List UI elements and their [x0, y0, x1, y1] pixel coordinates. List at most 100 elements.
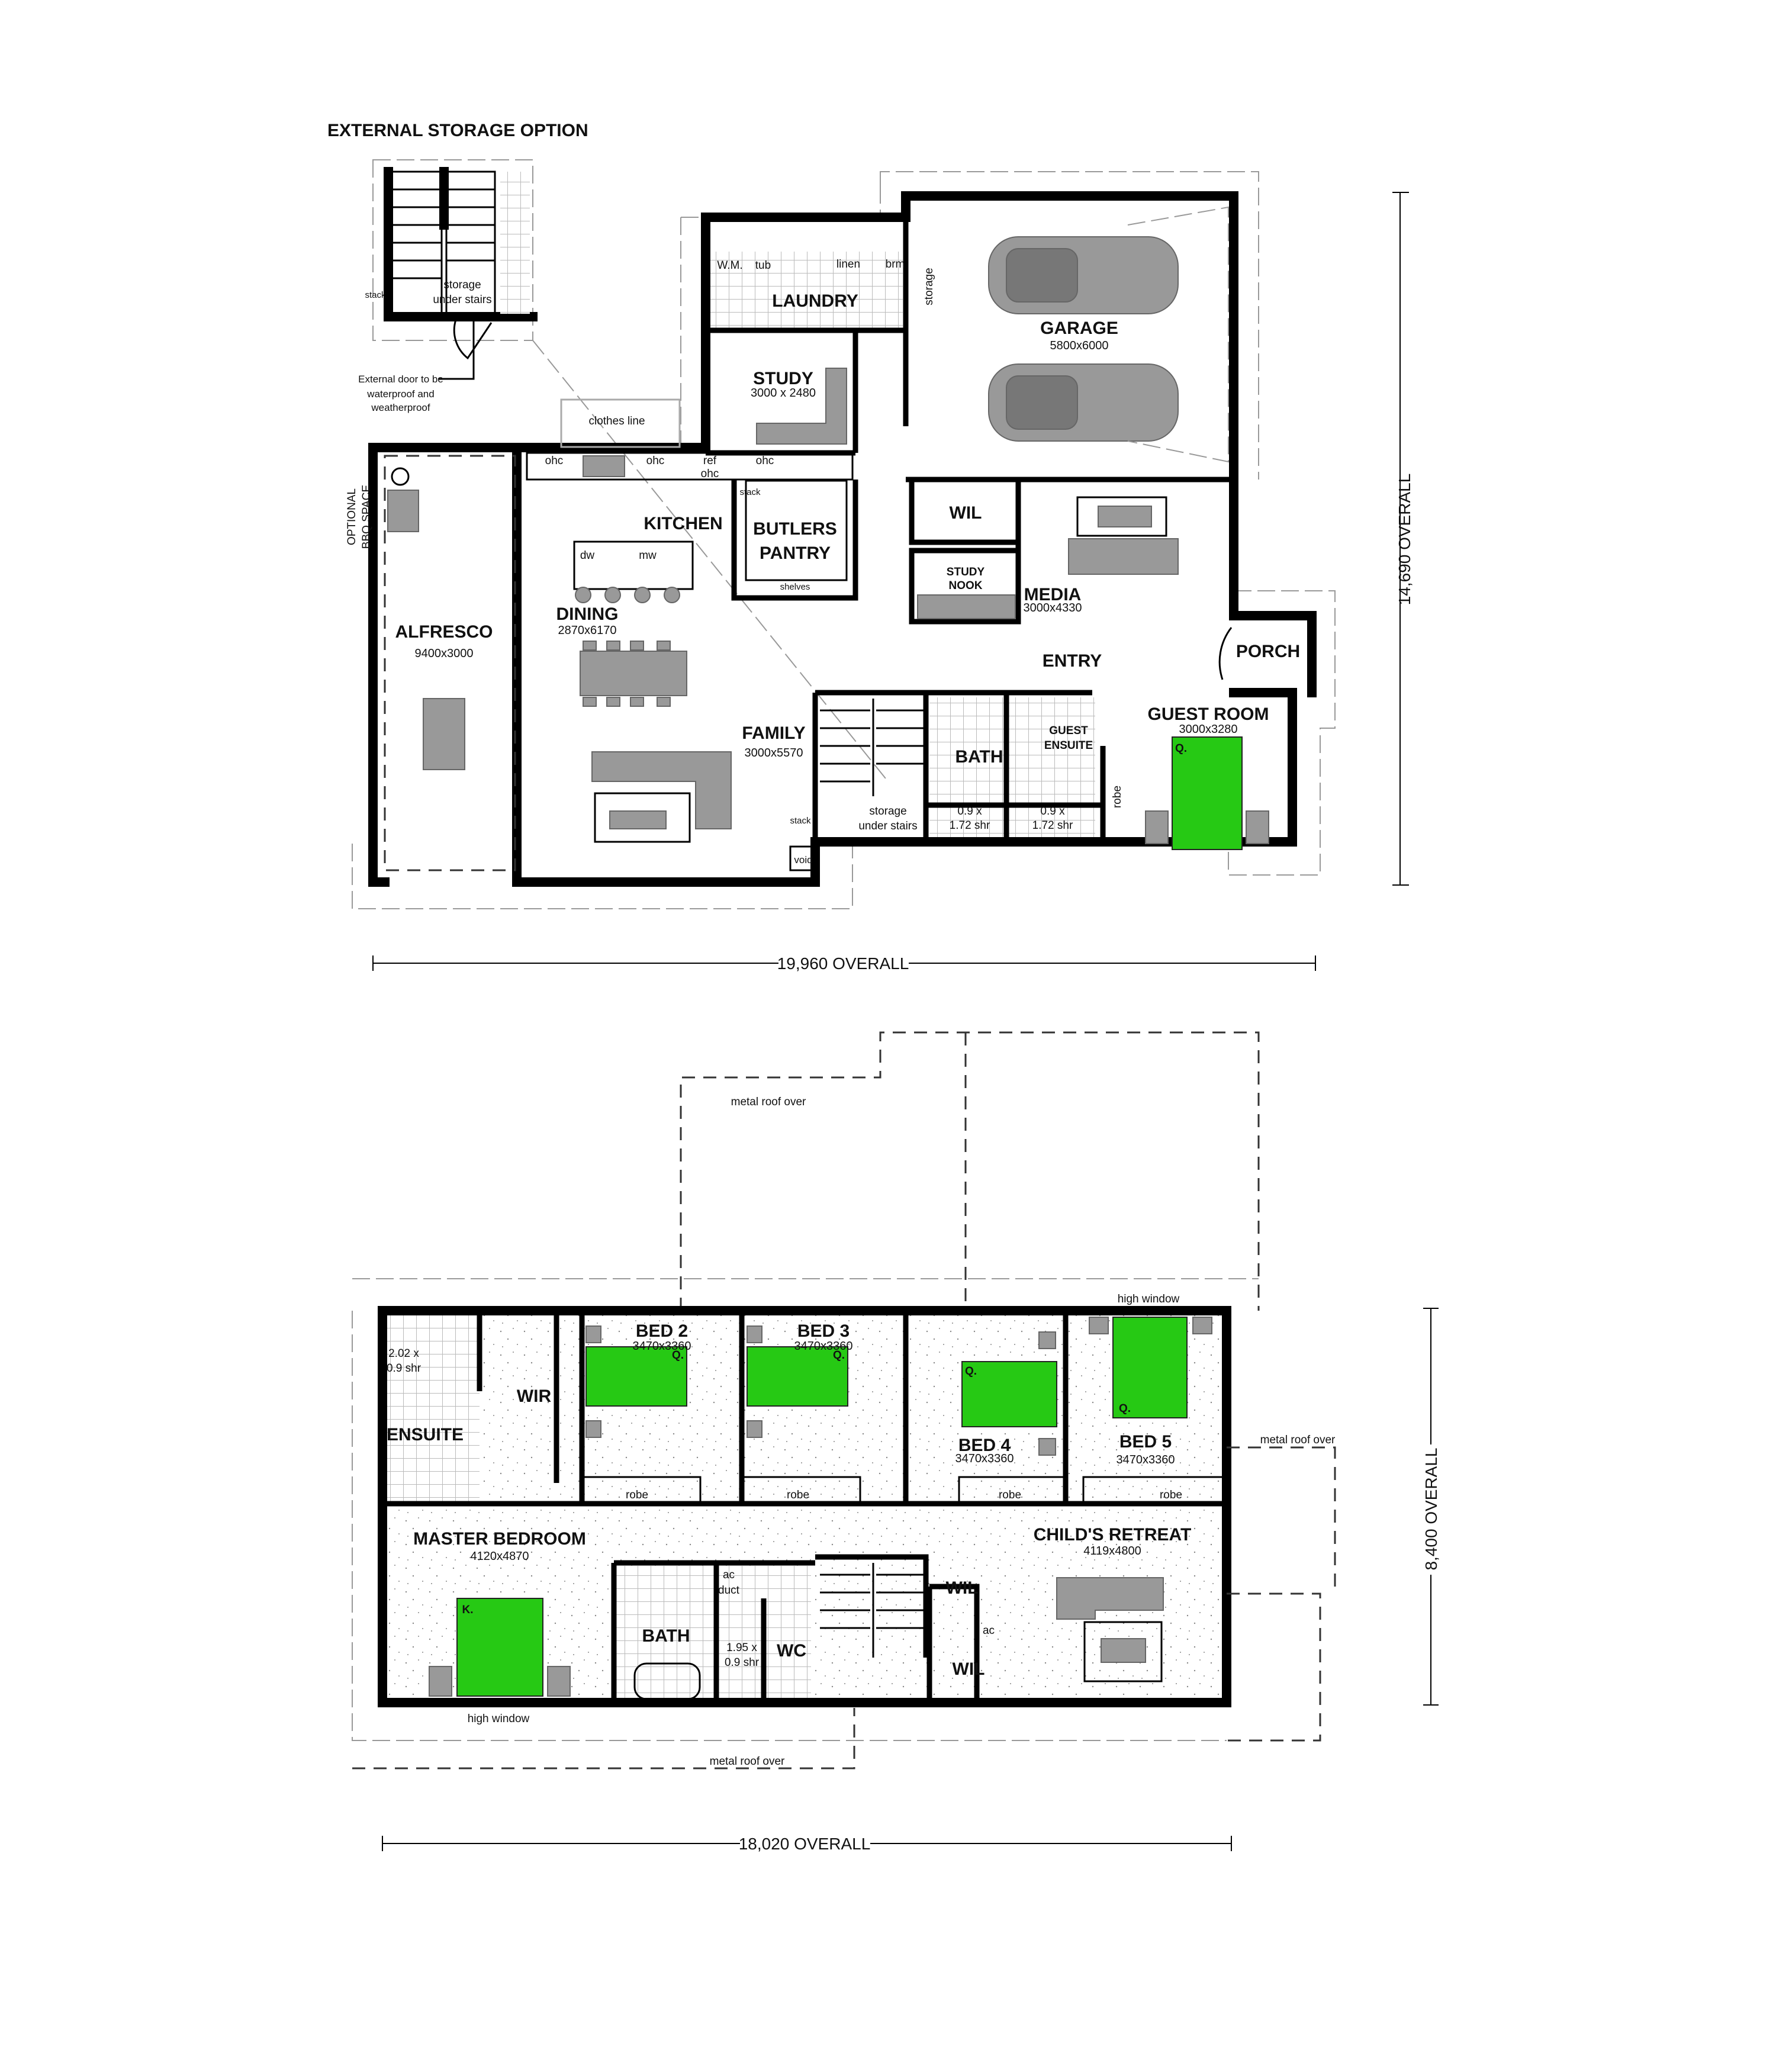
microwave-label: mw	[639, 549, 657, 562]
stack-label: stack	[365, 290, 386, 300]
overall-width-dimension: 18,020 OVERALL	[739, 1835, 871, 1853]
overall-depth-dimension: 14,690 OVERALL	[1395, 474, 1414, 606]
bath-shower-size-2: 0.9 shr	[725, 1656, 760, 1669]
shelves-label: shelves	[780, 582, 810, 592]
entry-label: ENTRY	[1043, 651, 1102, 671]
bed4-label: BED 4	[958, 1436, 1011, 1455]
bath-shower-size: 1.95 x	[726, 1642, 757, 1654]
note-line-3: weatherproof	[371, 402, 430, 413]
plan-title: EXTERNAL STORAGE OPTION	[327, 121, 588, 140]
metal-roof-label: metal roof over	[1260, 1434, 1336, 1446]
ensuite-shower-size: 2.02 x	[388, 1347, 419, 1360]
metal-roof-label: metal roof over	[731, 1096, 806, 1108]
master-bedroom-label: MASTER BEDROOM	[413, 1529, 586, 1549]
overall-width-dimension: 19,960 OVERALL	[777, 954, 909, 973]
family-size: 3000x5570	[745, 747, 803, 760]
media-size: 3000x4330	[1024, 601, 1082, 614]
dishwasher-label: dw	[580, 549, 595, 562]
shower-size: 0.9 x	[957, 805, 982, 818]
tub-label: tub	[755, 259, 771, 272]
wc-label: WC	[777, 1641, 806, 1661]
stairs-storage-label: storage	[869, 805, 906, 818]
alfresco-label: ALFRESCO	[395, 622, 493, 642]
study-nook-label: STUDY	[947, 566, 985, 578]
porch-label: PORCH	[1236, 642, 1300, 661]
high-window-label: high window	[468, 1713, 530, 1725]
robe-label: robe	[999, 1489, 1021, 1501]
stack-label: stack	[790, 816, 811, 826]
bbq-label-1: OPTIONAL	[346, 488, 358, 545]
wil-label: WIL	[953, 1659, 985, 1679]
robe-label: robe	[787, 1489, 809, 1501]
bed4-size: 3470x3360	[955, 1452, 1014, 1465]
garage-label: GARAGE	[1040, 318, 1118, 338]
ac-duct-label: ac	[723, 1569, 735, 1581]
butlers-pantry-label: BUTLERS	[753, 519, 837, 539]
ohc-label: ohc	[756, 455, 774, 467]
storage-option-inset: storage under stairs stack External door…	[358, 159, 889, 782]
robe-label: robe	[1111, 786, 1124, 808]
ref-label: ref	[703, 455, 717, 467]
bath-label: BATH	[642, 1626, 690, 1646]
car-icon	[988, 236, 1179, 314]
study-nook-label-2: NOOK	[949, 580, 983, 592]
overall-depth-dimension: 8,400 OVERALL	[1422, 1447, 1440, 1570]
master-bedroom-size: 4120x4870	[471, 1550, 529, 1563]
dining-size: 2870x6170	[558, 624, 617, 637]
bed5-label: BED 5	[1119, 1432, 1172, 1452]
bed-size-label: Q.	[672, 1349, 684, 1362]
bed2-size: 3470x3360	[633, 1340, 691, 1353]
robe-label: robe	[1160, 1489, 1182, 1501]
bed-size-label: Q.	[833, 1349, 845, 1362]
laundry-label: LAUNDRY	[772, 291, 858, 311]
childs-retreat-label: CHILD'S RETREAT	[1034, 1525, 1192, 1545]
bed2-label: BED 2	[636, 1321, 688, 1341]
stack-label: stack	[739, 487, 761, 497]
bed-size-label: Q.	[1119, 1402, 1131, 1415]
media-label: MEDIA	[1024, 585, 1082, 604]
study-label: STUDY	[753, 369, 813, 388]
bed-size-label: Q.	[1175, 742, 1187, 755]
shower-size-2: 1.72 shr	[1032, 819, 1073, 832]
shower-size: 0.9 x	[1040, 805, 1065, 818]
ac-duct-label-2: duct	[718, 1584, 740, 1597]
bed3-label: BED 3	[797, 1321, 850, 1341]
childs-retreat-size: 4119x4800	[1083, 1545, 1141, 1558]
washing-machine-label: W.M.	[717, 259, 742, 272]
upper-floor-plan: metal roof over high window	[352, 1031, 1442, 1853]
guest-ensuite-label-2: ENSUITE	[1044, 739, 1093, 752]
note-line-1: External door to be	[358, 374, 443, 385]
note-line-2: waterproof and	[366, 388, 434, 400]
study-size: 3000 x 2480	[751, 387, 816, 400]
guest-ensuite-label: GUEST	[1049, 725, 1088, 737]
bbq-label-2: BBQ SPACE	[361, 485, 373, 549]
ensuite-label: ENSUITE	[387, 1425, 464, 1444]
broom-label: brm	[886, 258, 905, 271]
linen-label: linen	[836, 258, 860, 271]
high-window-label: high window	[1118, 1293, 1180, 1305]
alfresco-size: 9400x3000	[415, 647, 474, 660]
bed-size-label: Q.	[965, 1365, 977, 1378]
ohc-label: ohc	[646, 455, 665, 467]
ensuite-shower-size-2: 0.9 shr	[387, 1362, 422, 1375]
robe-label: robe	[626, 1489, 648, 1501]
storage-label-2: under stairs	[433, 294, 491, 306]
void-label: void	[794, 854, 812, 866]
wil-label: WIL	[946, 1578, 979, 1598]
ac-label: ac	[983, 1624, 995, 1637]
butlers-pantry-label-2: PANTRY	[760, 543, 831, 563]
dining-label: DINING	[556, 604, 619, 624]
car-icon	[988, 363, 1179, 442]
garage-size: 5800x6000	[1050, 339, 1109, 352]
ohc-label: ohc	[545, 455, 564, 467]
shower-size-2: 1.72 shr	[950, 819, 990, 832]
bed5-size: 3470x3360	[1117, 1453, 1175, 1466]
guest-room-label: GUEST ROOM	[1147, 704, 1269, 724]
family-label: FAMILY	[742, 723, 805, 743]
metal-roof-label: metal roof over	[710, 1755, 785, 1768]
kitchen-label: KITCHEN	[644, 514, 722, 533]
wir-label: WIR	[517, 1386, 552, 1406]
ground-floor-plan: OPTIONAL BBQ SPACE clothes line ALFRESCO…	[346, 171, 1414, 973]
storage-label: storage	[923, 268, 935, 305]
